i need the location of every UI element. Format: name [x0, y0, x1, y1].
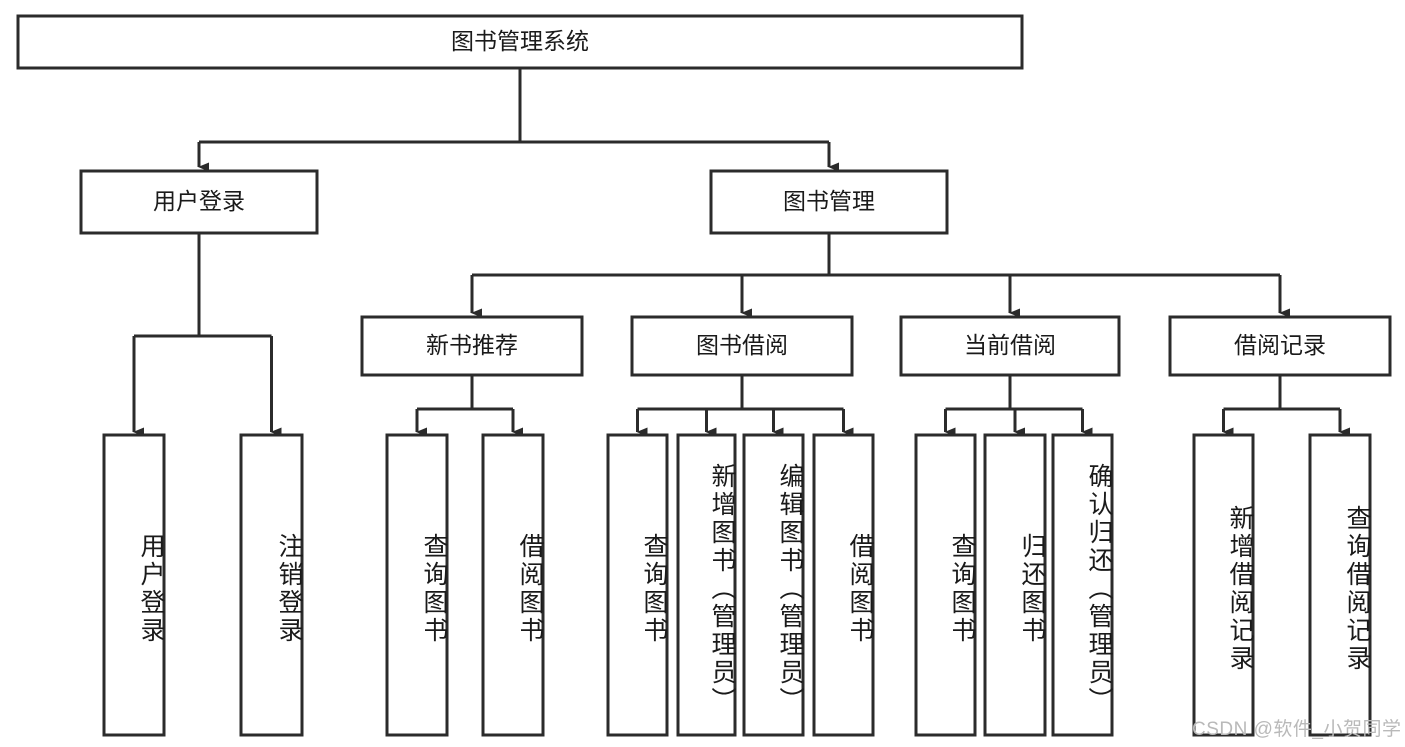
node-label-current-borrow: 当前借阅 — [964, 332, 1056, 358]
node-leaf-query-record[interactable] — [1308, 433, 1372, 737]
node-label-book-manage: 图书管理 — [783, 188, 875, 214]
node-leaf-query-book-2[interactable] — [606, 433, 669, 737]
node-leaf-add-record[interactable] — [1192, 433, 1255, 737]
node-user-login[interactable] — [79, 169, 319, 235]
node-leaf-edit-book[interactable] — [742, 433, 805, 737]
node-label-user-login: 用户登录 — [153, 188, 245, 214]
node-borrow-record[interactable] — [1168, 315, 1392, 377]
node-leaf-borrow-book-2[interactable] — [812, 433, 875, 737]
node-leaf-user-login[interactable] — [102, 433, 166, 737]
node-leaf-borrow-book-1[interactable] — [481, 433, 545, 737]
node-root-label: 图书管理系统 — [451, 28, 589, 54]
node-leaf-add-book[interactable] — [676, 433, 737, 737]
node-leaf-return-book[interactable] — [983, 433, 1047, 737]
connectors-layer — [132, 68, 1350, 437]
node-root-system[interactable] — [16, 14, 1024, 70]
node-label-new-book-recommend: 新书推荐 — [426, 332, 518, 358]
node-leaf-query-book-3[interactable] — [914, 433, 977, 737]
node-leaf-confirm-return[interactable] — [1051, 433, 1114, 737]
watermark-csdn: CSDN @软件_小贺同学 — [1192, 719, 1402, 740]
node-label-borrow-record: 借阅记录 — [1234, 332, 1326, 358]
node-leaf-user-logout[interactable] — [239, 433, 304, 737]
boxes-layer — [16, 14, 1392, 737]
node-leaf-query-book-1[interactable] — [385, 433, 449, 737]
node-book-manage[interactable] — [709, 169, 949, 235]
node-new-book-recommend[interactable] — [360, 315, 584, 377]
node-book-borrow[interactable] — [630, 315, 854, 377]
node-current-borrow[interactable] — [899, 315, 1121, 377]
node-label-book-borrow: 图书借阅 — [696, 332, 788, 358]
